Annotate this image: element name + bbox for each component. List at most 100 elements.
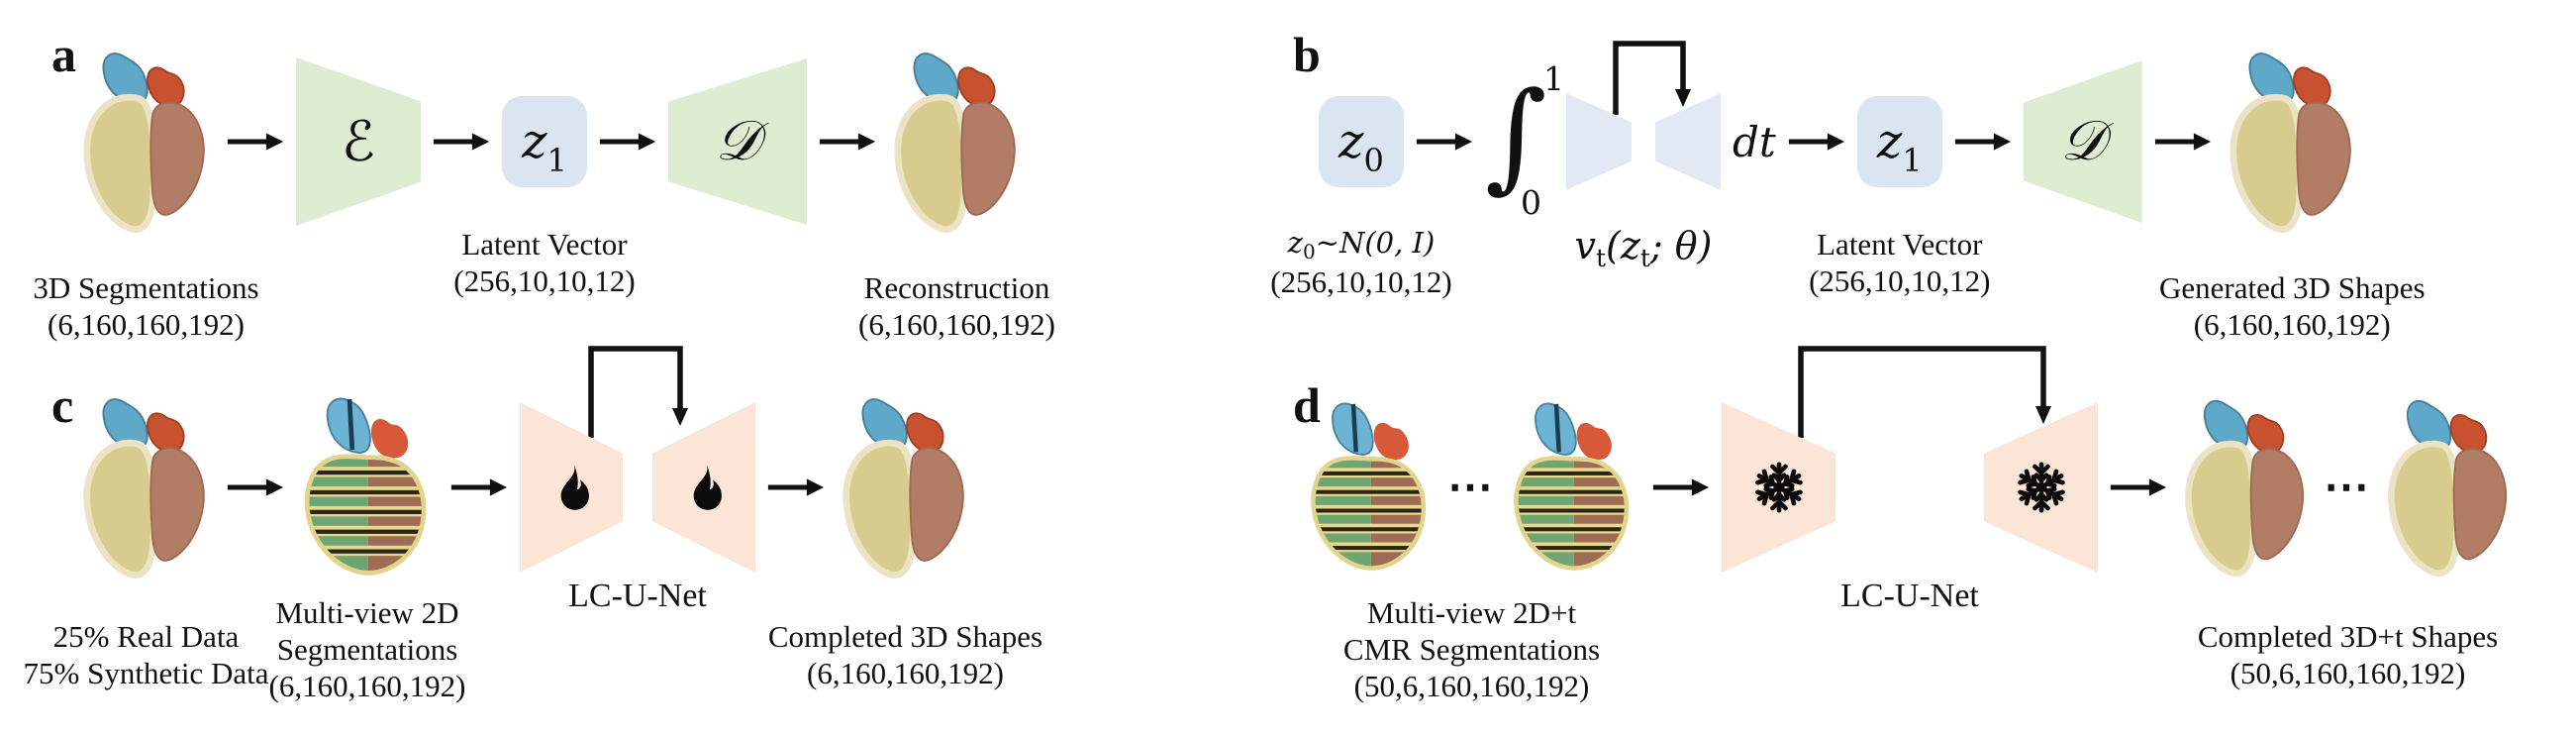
caption-line: Generated 3D Shapes — [2158, 270, 2426, 305]
output-generated-shapes: Generated 3D Shapes (6,160,160,192) — [2159, 24, 2426, 342]
output-caption: Reconstruction (6,160,160,192) — [858, 269, 1055, 343]
dt-block: dt — [1733, 24, 1776, 260]
encoder-trapezoid: ℰ — [296, 57, 421, 226]
latent-caption: Latent Vector (256,10,10,12) — [453, 226, 635, 299]
caption-line: Completed 3D+t Shapes — [2197, 619, 2499, 654]
z-subscript: 1 — [546, 142, 567, 179]
decoder-symbol: 𝒟 — [715, 109, 760, 173]
input-caption: Multi-view 2D+t CMR Segmentations (50,6,… — [1343, 594, 1600, 705]
arrow — [227, 382, 284, 592]
z0-box: z0 — [1319, 96, 1404, 187]
input-2dt-cmr-segmentations: ⋯ Multi-view 2D+t CMR Segmentations (50,… — [1303, 382, 1640, 703]
caption-line: (6,160,160,192) — [807, 656, 1004, 691]
arrow-right-icon — [767, 476, 825, 498]
heart-3d-image — [77, 390, 215, 584]
input-3d-segmentations: 3D Segmentations (6,160,160,192) — [33, 24, 259, 342]
flow-unet-bowtie — [1566, 41, 1721, 190]
fire-icon — [560, 464, 589, 510]
caption-line: (256,10,10,12) — [1270, 264, 1452, 299]
ellipsis: ⋯ — [1447, 462, 1496, 512]
caption-line: Latent Vector — [461, 227, 628, 262]
caption-line: (6,160,160,192) — [858, 307, 1055, 343]
latent-caption: Latent Vector (256,10,10,12) — [1809, 226, 1990, 299]
lc-unet-bowtie — [1722, 346, 2098, 573]
arrow — [1954, 24, 2012, 260]
integral-lower-limit: 0 — [1521, 183, 1541, 222]
lc-unet-block: LC-U-Net — [520, 346, 755, 614]
arrow — [819, 24, 876, 260]
panel-b-flow: z0 z0~N(0, I) (256,10,10,12) ∫ 1 0 — [1270, 0, 2576, 342]
sliced-heart-image — [1506, 398, 1640, 577]
heart-3d-image — [77, 45, 215, 239]
caption-line: 25% Real Data — [52, 619, 240, 654]
z0-distribution-label: z0~N(0, I) — [1287, 226, 1436, 263]
decoder-trapezoid: 𝒟 — [668, 58, 807, 225]
arrow — [1652, 382, 1710, 592]
caption-line: (256,10,10,12) — [453, 263, 636, 299]
z-subscript: 1 — [1902, 142, 1923, 179]
lc-unet-bowtie — [520, 346, 755, 573]
arrow — [227, 24, 284, 260]
panel-d-letter: d — [1293, 377, 1321, 433]
z-symbol: z — [1338, 114, 1364, 169]
caption-line: Multi-view 2D — [275, 595, 459, 630]
caption-line: (256,10,10,12) — [1809, 263, 1991, 299]
arrow-right-icon — [819, 131, 876, 153]
lc-unet-block: LC-U-Net — [1722, 346, 2098, 614]
caption-line: (6,160,160,192) — [2193, 307, 2391, 343]
output-caption: Completed 3D+t Shapes (50,6,160,160,192) — [2198, 618, 2498, 691]
arrow — [450, 382, 508, 592]
arrow-right-icon — [599, 131, 656, 153]
heart-3d-image — [837, 390, 974, 584]
z0-caption: z0~N(0, I) (256,10,10,12) — [1270, 226, 1451, 300]
heart-3d-image — [2179, 392, 2314, 582]
caption-line: (6,160,160,192) — [48, 307, 245, 343]
arrow — [2110, 382, 2167, 592]
input-training-data: 25% Real Data 75% Synthetic Data — [24, 382, 268, 690]
panel-d: d ⋯ Multi-view 2D+t CMR Segmentations (5… — [1289, 346, 2576, 737]
output-sequence: ⋯ — [2179, 392, 2517, 582]
flow-unet-block: vt(zt; θ) — [1566, 24, 1721, 272]
latent-z1-block: z1 Latent Vector (256,10,10,12) — [453, 24, 636, 298]
arrow — [767, 382, 825, 592]
panel-a-letter: a — [51, 27, 76, 82]
caption-line: (50,6,160,160,192) — [2229, 656, 2466, 691]
arrow-right-icon — [227, 476, 284, 498]
caption-line: Completed 3D Shapes — [767, 619, 1043, 654]
z-subscript: 0 — [1363, 142, 1384, 179]
caption-line: 75% Synthetic Data — [23, 656, 269, 691]
ellipsis: ⋯ — [2324, 462, 2372, 512]
velocity-field-label: vt(zt; θ) — [1574, 224, 1713, 272]
arrow-right-icon — [2110, 476, 2167, 498]
integral-block: ∫ 1 0 — [1485, 24, 1564, 260]
panel-d-flow: ⋯ Multi-view 2D+t CMR Segmentations (50,… — [1289, 346, 2576, 703]
caption-line: Multi-view 2D+t — [1366, 595, 1577, 630]
multiview-2d-segmentations: Multi-view 2D Segmentations (6,160,160,1… — [269, 382, 465, 703]
panel-c-flow: 25% Real Data 75% Synthetic Data Multi-v… — [0, 346, 1289, 703]
arrow-right-icon — [227, 131, 284, 153]
output-completed-3dt-shapes: ⋯ Completed 3D+t Shapes (50,6,160,160,19… — [2179, 382, 2517, 690]
panel-c: c 25% Real Data 75% Synthetic Data Multi… — [0, 346, 1289, 737]
encoder-symbol: ℰ — [342, 109, 375, 174]
lc-unet-label: LC-U-Net — [1840, 578, 1979, 614]
skip-connection-arrow — [1613, 41, 1691, 115]
panel-b-letter: b — [1293, 27, 1321, 82]
arrow-right-icon — [1788, 131, 1845, 153]
snowflake-icon — [2013, 459, 2070, 516]
z-symbol: z — [1876, 114, 1903, 169]
decoder-block: 𝒟 — [2023, 24, 2142, 260]
arrow — [599, 24, 656, 260]
arrow — [1788, 24, 1845, 260]
caption-line: 3D Segmentations — [33, 270, 259, 305]
heart-3d-image — [2382, 392, 2517, 582]
snowflake-icon — [1750, 459, 1808, 516]
arrow — [2154, 24, 2212, 260]
arrow-right-icon — [2154, 131, 2212, 153]
arrow — [1416, 24, 1473, 260]
input-caption: 3D Segmentations (6,160,160,192) — [33, 269, 258, 343]
lc-unet-label: LC-U-Net — [568, 578, 707, 614]
caption-line: Reconstruction — [863, 270, 1050, 305]
arrow-right-icon — [450, 476, 508, 498]
latent-z1-box: z1 — [502, 96, 587, 187]
